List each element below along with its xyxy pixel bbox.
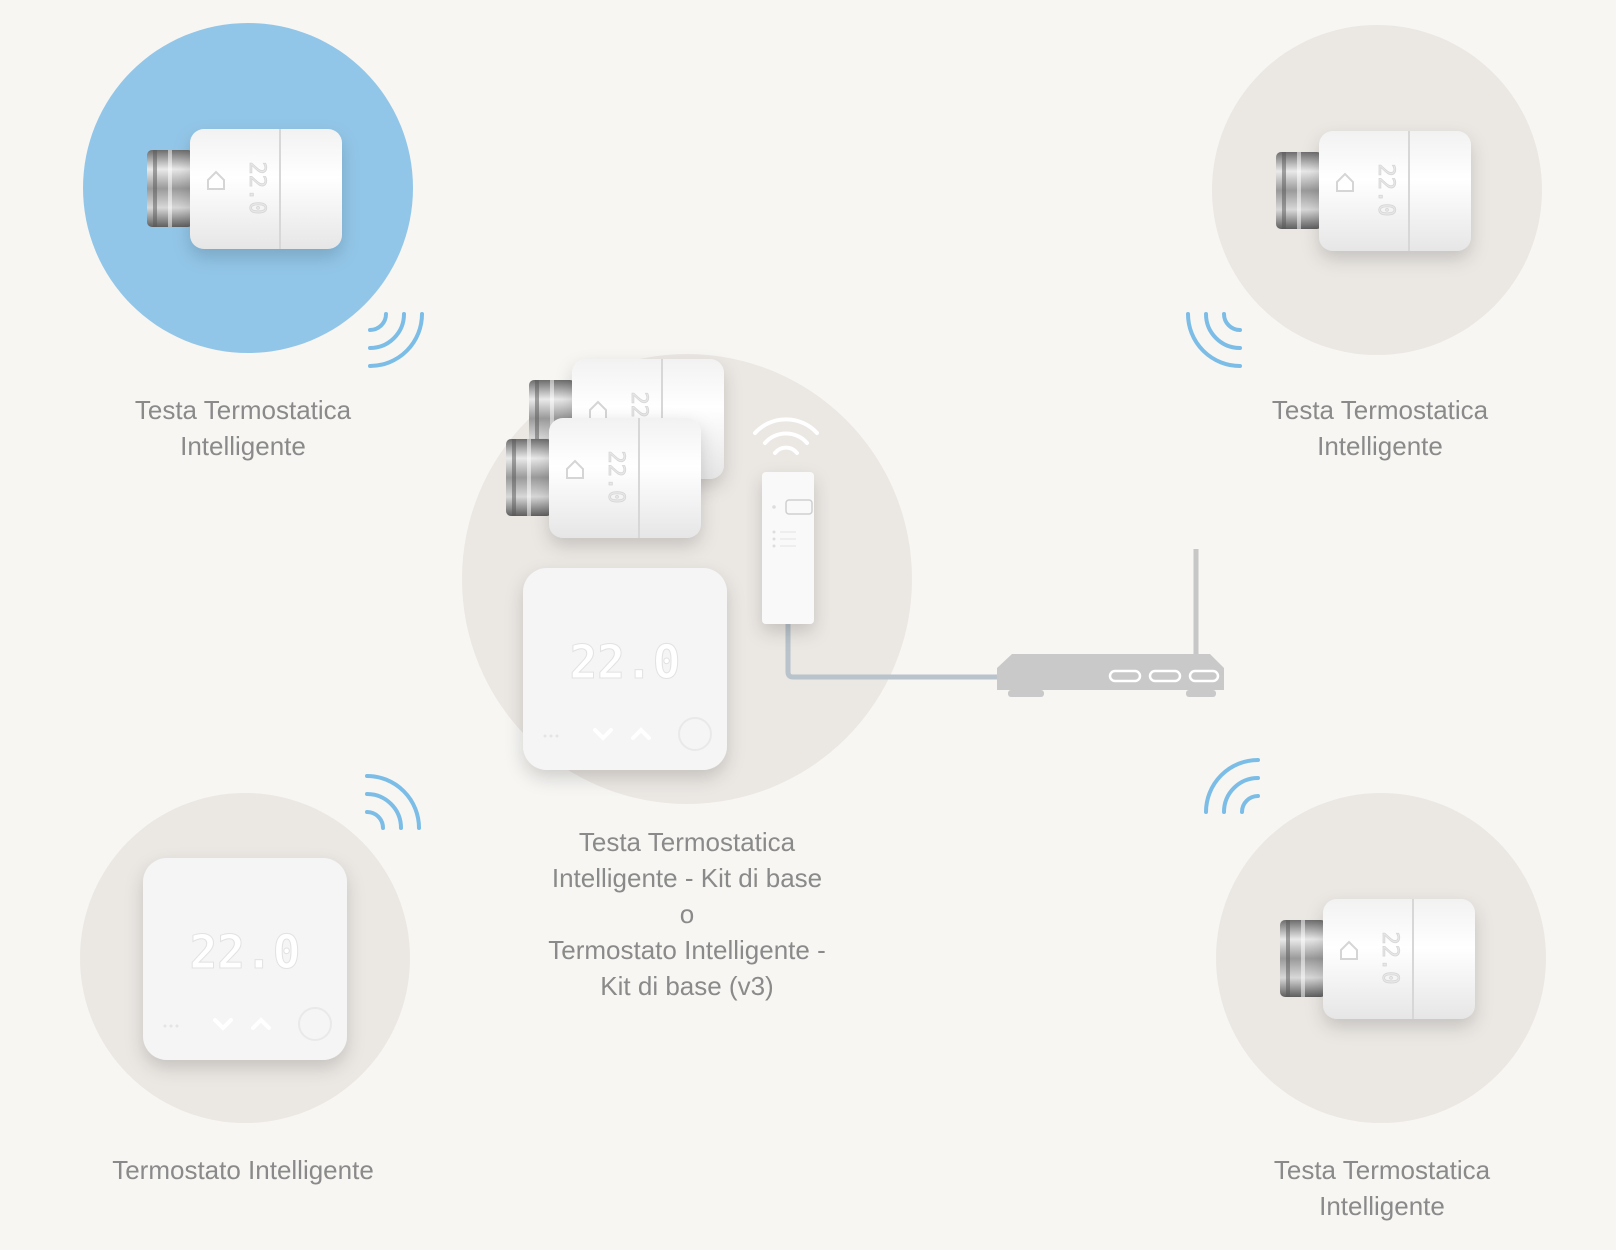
label-line: Testa Termostatica (134, 395, 352, 425)
device-label-top-right: Testa Termostatica Intelligente (1272, 392, 1488, 464)
radiator-display-reading: 22.0 (1377, 932, 1402, 985)
label-line: Intelligente (1319, 1191, 1445, 1221)
ethernet-cable (785, 624, 997, 680)
label-line: Intelligente (180, 431, 306, 461)
label-line: Testa Termostatica (1273, 1155, 1491, 1185)
device-label-bottom-left: Termostato Intelligente (112, 1152, 374, 1188)
device-label-top-left: Testa Termostatica Intelligente (135, 392, 351, 464)
bridge-wifi-icon (753, 417, 819, 455)
center-kit-label: Testa Termostatica Intelligente - Kit di… (548, 824, 825, 1004)
wireless-signal-icon (368, 312, 424, 368)
label-line: Intelligente - Kit di base (551, 863, 823, 893)
label-line: o (679, 899, 695, 929)
internet-bridge-image (762, 472, 814, 624)
label-line: Kit di base (v3) (600, 971, 774, 1001)
label-line: Intelligente (1317, 431, 1443, 461)
thermostat-display-reading: 22.0 (190, 925, 301, 979)
label-line: Termostato Intelligente - (548, 935, 826, 965)
label-line: Testa Termostatica (578, 827, 796, 857)
router-icon (997, 549, 1224, 697)
thermostat-display-reading: 22.0 (570, 635, 681, 689)
wireless-signal-icon (1204, 758, 1260, 814)
radiator-display-reading: 22.0 (603, 451, 628, 504)
radiator-display-reading: 22.0 (244, 162, 269, 215)
label-line: Testa Termostatica (1271, 395, 1489, 425)
device-label-bottom-right: Testa Termostatica Intelligente (1274, 1152, 1490, 1224)
wireless-signal-icon (365, 774, 421, 830)
label-line: Termostato Intelligente (112, 1155, 374, 1185)
wireless-signal-icon (1186, 312, 1242, 368)
radiator-display-reading: 22.0 (1373, 164, 1398, 217)
